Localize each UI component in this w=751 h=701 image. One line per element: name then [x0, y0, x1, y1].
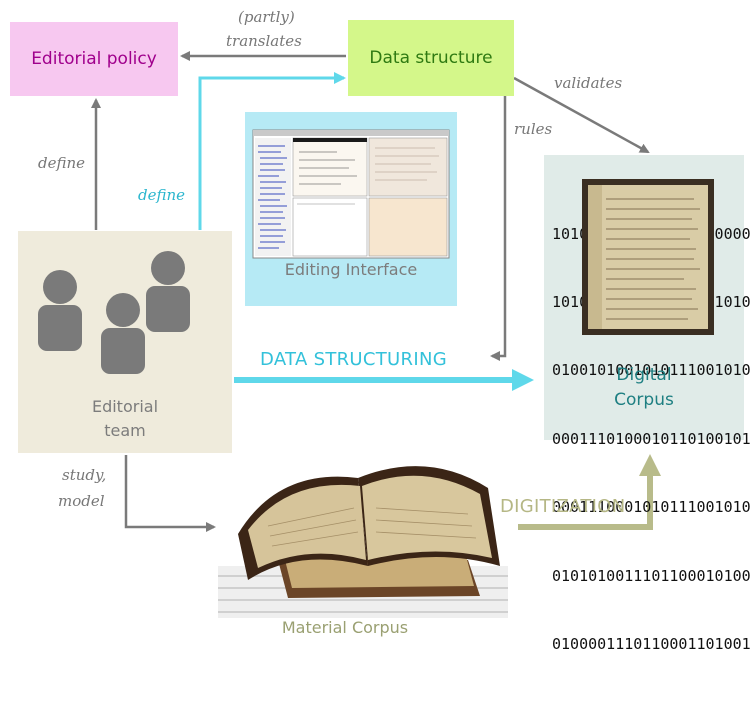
study-model-label-line1: study, [62, 466, 107, 484]
editing-interface-label: Editing Interface [284, 260, 418, 279]
binary-row: 0001110100010110100101 [552, 429, 751, 448]
digital-corpus-label-line1: Digital [616, 365, 672, 385]
binary-row: 0001110001010111001010 [552, 498, 751, 517]
people-icon [38, 251, 190, 374]
arrow-define-structure [198, 72, 346, 230]
digital-corpus-label-line2: Corpus [614, 390, 674, 410]
binary-row: 0101010011101100010100 [552, 566, 751, 585]
validates-label: validates [554, 74, 623, 92]
editing-interface-box: Editing Interface [245, 112, 457, 306]
digital-corpus-box: 1010010011100100010000 10101110110010101… [544, 155, 751, 653]
data-structure-box: Data structure [348, 20, 514, 96]
editorial-team-box: Editorial team [18, 231, 232, 453]
translates-label-line1: (partly) [238, 8, 295, 26]
manuscript-image [582, 179, 714, 335]
binary-row: 0100101001010111001010 [552, 361, 751, 380]
material-corpus-label: Material Corpus [281, 618, 409, 637]
define-policy-label: define [38, 154, 86, 172]
arrow-rules [490, 96, 507, 361]
editing-interface-screenshot [252, 129, 450, 259]
editorial-policy-box: Editorial policy [10, 22, 178, 96]
data-structure-label: Data structure [369, 48, 493, 68]
connector-layer [91, 51, 661, 532]
editorial-policy-label: Editorial policy [31, 49, 157, 69]
editorial-team-label-line2: team [104, 421, 146, 440]
editorial-team-label-line1: Editorial [91, 397, 159, 416]
arrow-study-model [124, 455, 216, 532]
arrow-digitization [518, 454, 661, 530]
digitization-label: DIGITIZATION [500, 496, 626, 517]
arrow-validates [513, 76, 650, 154]
rules-label: rules [514, 120, 553, 138]
material-corpus-book-image [218, 466, 508, 618]
binary-row: 0100001110110001101001 [552, 634, 751, 653]
define-structure-label: define [138, 186, 186, 204]
data-structuring-label: DATA STRUCTURING [260, 349, 447, 370]
study-model-label-line2: model [58, 492, 105, 510]
translates-label-line2: translates [226, 32, 302, 50]
